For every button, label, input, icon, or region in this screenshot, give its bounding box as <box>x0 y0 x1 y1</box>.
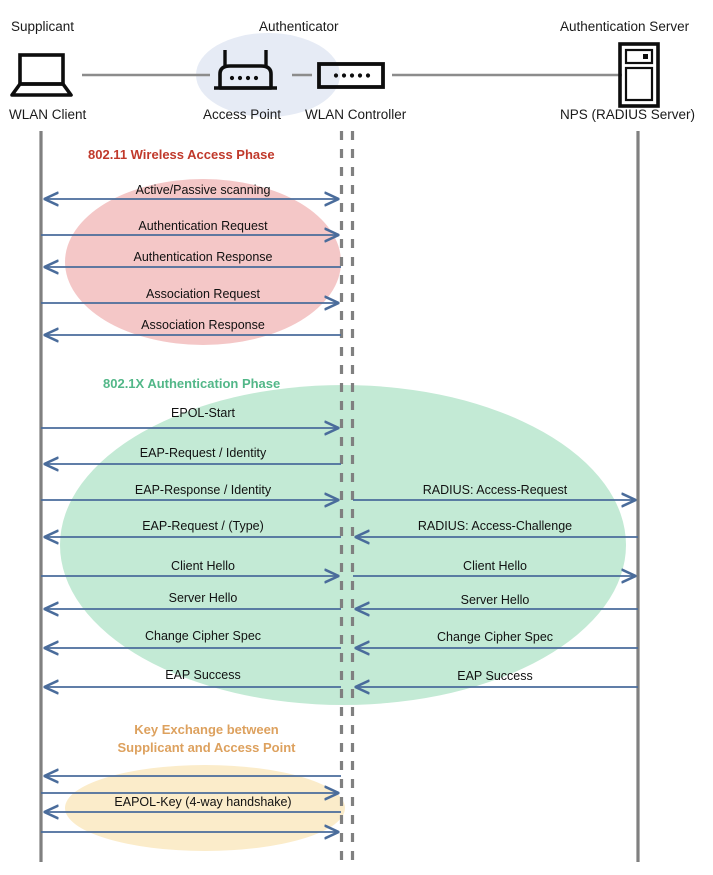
message-label: Active/Passive scanning <box>135 183 271 197</box>
laptop-icon <box>10 53 73 97</box>
message-label: EAP-Response / Identity <box>134 483 272 497</box>
device-label-access-point: Access Point <box>203 107 282 122</box>
authenticator-highlight-ellipse <box>196 33 340 117</box>
message-label: EPOL-Start <box>171 406 235 420</box>
role-title-authenticator: Authenticator <box>259 19 339 34</box>
role-title-supplicant: Supplicant <box>11 19 75 34</box>
phase-label-key-exchange-line2: Supplicant and Access Point <box>117 740 296 755</box>
role-title-auth-server: Authentication Server <box>560 19 690 34</box>
message-label: Client Hello <box>171 559 235 573</box>
device-label-wlan-controller: WLAN Controller <box>305 107 407 122</box>
message-label: EAP Success <box>457 669 533 683</box>
wlan-controller-icon <box>317 62 385 89</box>
message-label: EAP-Request / (Type) <box>142 519 264 533</box>
message-label: Association Request <box>146 287 260 301</box>
message-label: RADIUS: Access-Challenge <box>417 519 573 533</box>
server-icon <box>618 42 660 108</box>
message-label: Change Cipher Spec <box>436 630 554 644</box>
message-label: Change Cipher Spec <box>144 629 262 643</box>
device-label-wlan-client: WLAN Client <box>9 107 87 122</box>
message-label: EAP Success <box>165 668 241 682</box>
message-label: Client Hello <box>463 559 527 573</box>
message-label: Server Hello <box>460 593 530 607</box>
message-label: Authentication Request <box>138 219 268 233</box>
device-label-nps-radius: NPS (RADIUS Server) <box>560 107 696 122</box>
phase-label-dot1x: 802.1X Authentication Phase <box>103 376 281 391</box>
message-label: Authentication Response <box>133 250 273 264</box>
phase-ellipse-key-exchange <box>65 765 345 851</box>
access-point-icon <box>214 50 277 90</box>
message-label: EAPOL-Key (4-way handshake) <box>114 795 292 809</box>
phase-label-key-exchange-line1: Key Exchange between <box>134 722 279 737</box>
phase-label-wireless-access: 802.11 Wireless Access Phase <box>88 147 275 162</box>
message-label: RADIUS: Access-Request <box>422 483 568 497</box>
message-label: EAP-Request / Identity <box>139 446 267 460</box>
message-label: Server Hello <box>168 591 238 605</box>
message-label: Association Response <box>141 318 265 332</box>
